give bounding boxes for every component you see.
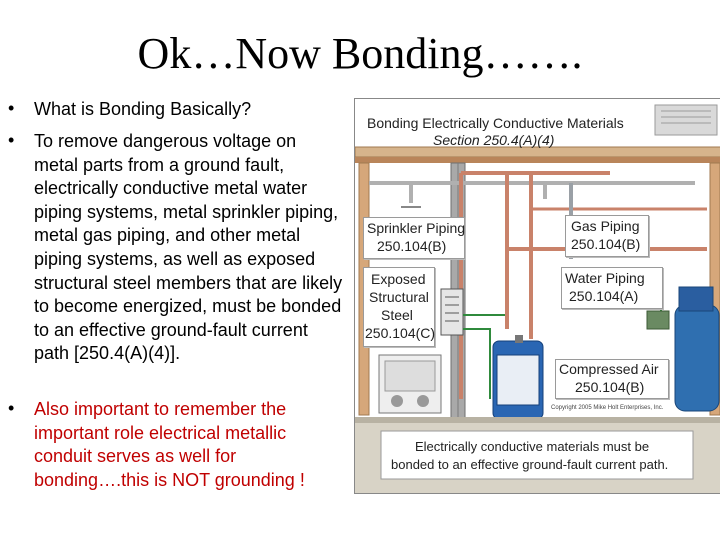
- steel-label-line1: Exposed: [371, 271, 426, 287]
- bullet-marker: •: [8, 130, 15, 150]
- bullet-text: To remove dangerous voltage on metal par…: [34, 131, 343, 364]
- gas-label: Gas Piping: [571, 218, 640, 234]
- gas-code: 250.104(B): [571, 236, 641, 252]
- bonding-illustration: Bonding Electrically Conductive Material…: [354, 98, 720, 494]
- bullet-text: What is Bonding Basically?: [34, 99, 252, 119]
- slide-title: Ok…Now Bonding…….: [137, 29, 583, 78]
- water-label-box: [561, 267, 663, 309]
- bullet-marker: •: [8, 98, 15, 118]
- caption-line2: bonded to an effective ground-fault curr…: [391, 457, 669, 472]
- sprinkler-label-box: [363, 217, 465, 259]
- air-label: Compressed Air: [559, 361, 659, 377]
- bullet-marker: •: [8, 398, 15, 418]
- water-label: Water Piping: [565, 270, 645, 286]
- bullet-text: Also important to remember the important…: [34, 399, 305, 490]
- water-code: 250.104(A): [569, 288, 639, 304]
- caption-line1: Electrically conductive materials must b…: [415, 439, 650, 454]
- steel-code: 250.104(C): [365, 325, 436, 341]
- steel-label-box: [363, 267, 435, 347]
- figure-heading: Bonding Electrically Conductive Material…: [367, 115, 624, 131]
- sprinkler-label: Sprinkler Piping: [367, 220, 466, 236]
- steel-label-line2: Structural: [369, 289, 429, 305]
- figure-section: Section 250.4(A)(4): [433, 132, 555, 148]
- gas-label-box: [565, 215, 649, 257]
- air-label-box: [555, 359, 669, 399]
- sprinkler-code: 250.104(B): [377, 238, 447, 254]
- air-code: 250.104(B): [575, 379, 645, 395]
- copyright-text: Copyright 2005 Mike Holt Enterprises, In…: [551, 405, 664, 411]
- steel-label-line3: Steel: [381, 307, 413, 323]
